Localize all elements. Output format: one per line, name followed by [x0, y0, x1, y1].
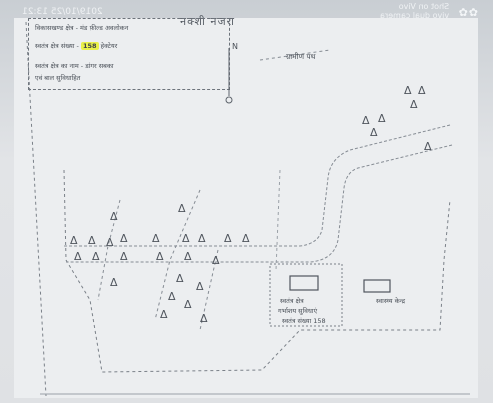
side-building	[363, 279, 391, 293]
tree-icon: Δ	[242, 232, 250, 245]
tree-icon: Δ	[106, 236, 114, 249]
north-letter: N	[232, 42, 238, 51]
building-label-1: स्वतंत्र क्षेत्र	[280, 297, 304, 305]
tree-icon: Δ	[152, 232, 160, 245]
mid-dashed-line	[275, 169, 281, 271]
legend-row-area: विकासखण्ड क्षेत्र - मंड फ़ील्ड अवलोकन	[35, 24, 129, 32]
building-label-3: स्वतंत्र संख्या 158	[282, 317, 326, 325]
tree-icon: Δ	[120, 232, 128, 245]
tree-icon: Δ	[120, 250, 128, 263]
side-building-label: स्वास्थ्य केन्द्र	[376, 297, 406, 305]
legend-row-size: स्वतंत्र क्षेत्र संख्या - 158 हेक्टेयर	[35, 41, 117, 50]
tree-icon: Δ	[224, 232, 232, 245]
tree-icon: Δ	[184, 298, 192, 311]
tree-icon: Δ	[92, 250, 100, 263]
tree-icon: Δ	[88, 234, 96, 247]
tree-icon: Δ	[178, 202, 186, 215]
legend-row-facility: एवं बाल सुविधाहित	[35, 74, 81, 82]
village-boundary	[63, 169, 451, 373]
road-upper-edge	[64, 124, 451, 247]
camera-icons: ✿✿	[458, 6, 479, 19]
building-outline	[269, 263, 343, 327]
tree-icon: Δ	[110, 276, 118, 289]
tree-icon: Δ	[160, 308, 168, 321]
diagonal-path-2	[97, 199, 121, 301]
tree-icon: Δ	[110, 210, 118, 223]
paper-sheet	[14, 18, 478, 398]
tree-icon: Δ	[370, 126, 378, 139]
tree-icon: Δ	[74, 250, 82, 263]
tree-icon: Δ	[156, 250, 164, 263]
building-block	[289, 275, 319, 291]
tree-icon: Δ	[212, 254, 220, 267]
road-label: ग्रामीण पथ	[286, 52, 316, 61]
tree-icon: Δ	[184, 250, 192, 263]
tree-icon: Δ	[404, 84, 412, 97]
tree-icon: Δ	[70, 234, 78, 247]
tree-icon: Δ	[176, 272, 184, 285]
tree-icon: Δ	[418, 84, 426, 97]
legend-row-size-suffix: हेक्टेयर	[100, 42, 118, 50]
tree-icon: Δ	[362, 114, 370, 127]
tree-icon: Δ	[378, 112, 386, 125]
tree-icon: Δ	[196, 280, 204, 293]
tree-icon: Δ	[168, 290, 176, 303]
left-margin-line	[25, 21, 47, 397]
tree-icon: Δ	[424, 140, 432, 153]
tree-icon: Δ	[198, 232, 206, 245]
highlighted-area-value: 158	[80, 42, 99, 50]
diagonal-path-3	[199, 249, 219, 331]
legend-row-size-prefix: स्वतंत्र क्षेत्र संख्या -	[35, 42, 79, 50]
road-lower-edge	[66, 144, 453, 263]
tree-icon: Δ	[200, 312, 208, 325]
diagonal-path-1	[154, 189, 201, 321]
tree-icon: Δ	[182, 232, 190, 245]
tree-icon: Δ	[410, 98, 418, 111]
north-marker-base	[225, 96, 233, 104]
legend-row-name: स्वतंत्र क्षेत्र का नाम - डांगर सबका	[35, 62, 114, 70]
building-label-2: गर्भाशय सुविधाएं	[278, 307, 318, 315]
